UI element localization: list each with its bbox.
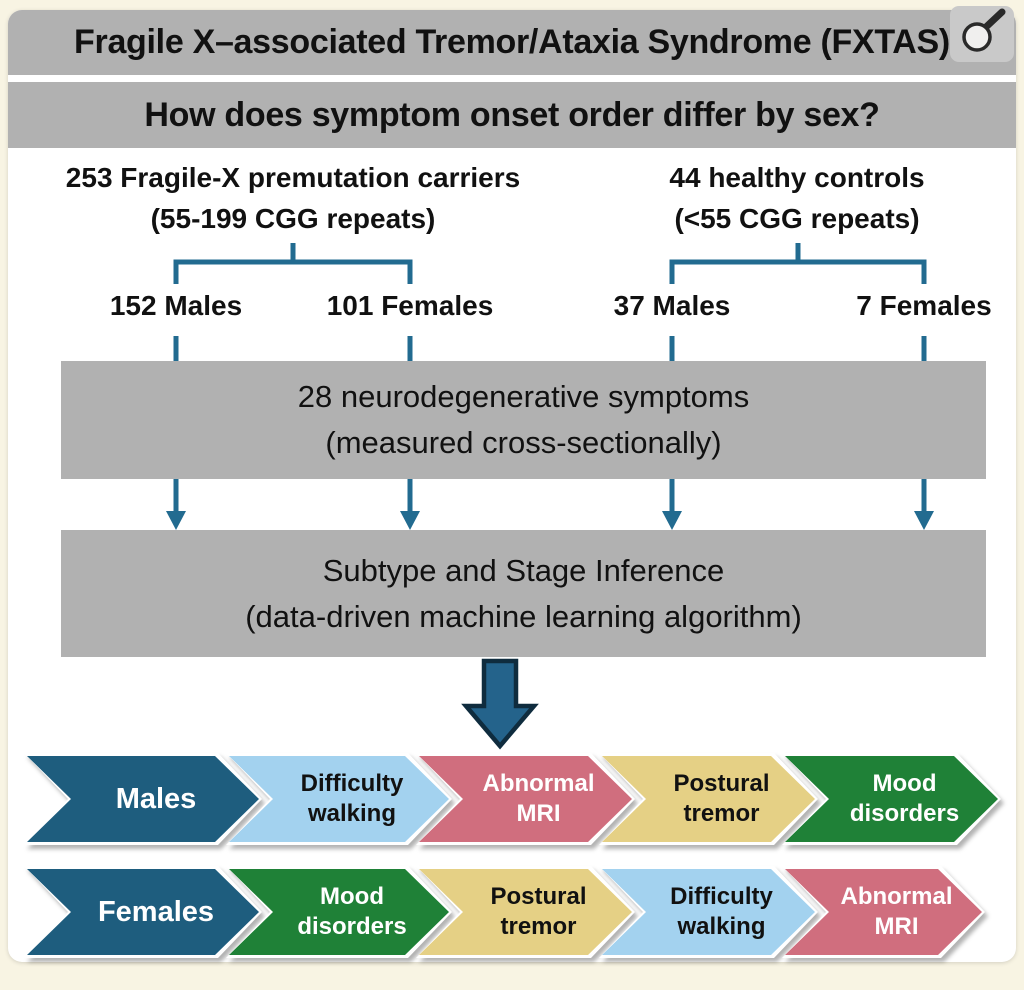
carriers-males-count: 152 Males: [109, 290, 243, 321]
step-label-line2: tremor: [500, 913, 577, 940]
inference-box-line1: Subtype and Stage Inference: [322, 552, 725, 588]
males-step-3-chevron: Postural tremor: [599, 753, 818, 845]
step-label-line1: Difficulty: [670, 883, 773, 910]
step-label-line2: MRI: [516, 800, 561, 827]
step-label-line2: tremor: [683, 800, 760, 827]
step-label-line1: Abnormal: [840, 883, 953, 910]
magnifier-icon: [962, 8, 1006, 52]
females-step-3-chevron: Difficulty walking: [599, 866, 818, 958]
females-step-1-chevron: Mood disorders: [226, 866, 452, 958]
females-step-2-chevron: Postural tremor: [416, 866, 635, 958]
title-banner: Fragile X–associated Tremor/Ataxia Syndr…: [8, 10, 1016, 75]
step-label-line1: Postural: [673, 770, 770, 797]
group-label: Males: [115, 783, 197, 815]
step-label-line1: Abnormal: [482, 770, 595, 797]
controls-females-count: 7 Females: [856, 290, 992, 321]
males-step-4-chevron: Mood disorders: [782, 753, 1001, 845]
step-label-line1: Mood: [320, 883, 384, 910]
step-label-line1: Mood: [872, 770, 937, 797]
step-label-line2: disorders: [297, 913, 407, 940]
question-banner: How does symptom onset order differ by s…: [8, 82, 1016, 148]
zoom-button[interactable]: [950, 6, 1014, 62]
step-label-line2: walking: [677, 913, 766, 940]
symptoms-box-line1: 28 neurodegenerative symptoms: [297, 379, 750, 414]
cohort-controls-subtitle: (<55 CGG repeats): [674, 203, 920, 234]
symptoms-box: 28 neurodegenerative symptoms (measured …: [61, 361, 986, 479]
step-label-line1: Difficulty: [300, 770, 404, 797]
step-label-line2: disorders: [849, 800, 960, 827]
step-label-line2: walking: [307, 800, 397, 827]
controls-males-count: 37 Males: [613, 290, 731, 321]
carriers-females-count: 101 Females: [326, 290, 494, 321]
females-step-4-chevron: Abnormal MRI: [782, 866, 985, 958]
males-step-1-chevron: Difficulty walking: [226, 753, 452, 845]
males-step-2-chevron: Abnormal MRI: [416, 753, 635, 845]
males-group-chevron: Males: [24, 753, 262, 845]
inference-box-line2: (data-driven machine learning algorithm): [245, 598, 802, 634]
females-group-chevron: Females: [24, 866, 262, 958]
step-label-line1: Postural: [490, 883, 587, 910]
group-label: Females: [97, 896, 215, 928]
cohort-carriers-subtitle: (55-199 CGG repeats): [150, 203, 436, 234]
inference-box: Subtype and Stage Inference (data-driven…: [61, 530, 986, 657]
cohort-controls-title: 44 healthy controls: [669, 162, 925, 193]
cohort-carriers-title: 253 Fragile-X premutation carriers: [65, 162, 521, 193]
step-label-line2: MRI: [874, 913, 919, 940]
symptoms-box-line2: (measured cross-sectionally): [325, 425, 722, 460]
page-title: Fragile X–associated Tremor/Ataxia Syndr…: [74, 23, 950, 61]
question-text: How does symptom onset order differ by s…: [144, 95, 880, 134]
